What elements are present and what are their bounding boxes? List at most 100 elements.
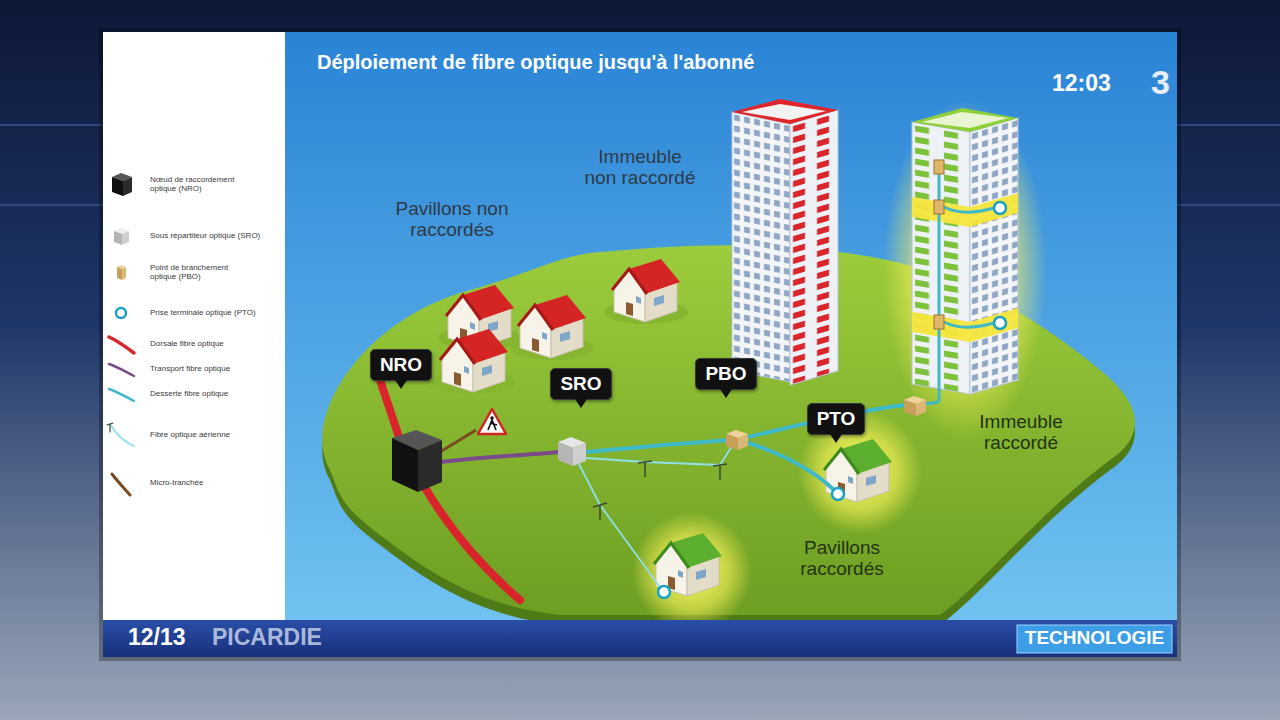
callout-label: NRO bbox=[370, 349, 432, 381]
callout-label: SRO bbox=[550, 368, 611, 400]
panel-shadow bbox=[99, 29, 1181, 661]
aerial-fiber bbox=[578, 462, 662, 590]
connected-floor bbox=[970, 193, 1018, 227]
channel-logo: 3 bbox=[1151, 64, 1170, 101]
building-face bbox=[790, 110, 838, 385]
pto-socket bbox=[658, 586, 670, 598]
legend-text: Micro-tranchée bbox=[150, 478, 268, 487]
legend-text: Sous répartiteur optique (SRO) bbox=[150, 231, 268, 240]
studio-line bbox=[1177, 124, 1280, 126]
legend-symbol bbox=[110, 424, 134, 446]
legend-text: Prise terminale optique (PTO) bbox=[150, 308, 268, 317]
transport-fiber bbox=[440, 452, 560, 462]
pbo-box bbox=[916, 400, 926, 416]
aerial-pole bbox=[713, 464, 727, 480]
studio-line bbox=[0, 204, 103, 206]
legend-swatch bbox=[107, 423, 134, 446]
callout-pointer bbox=[830, 434, 842, 443]
legend-symbol bbox=[109, 337, 134, 353]
aerial-pole bbox=[638, 461, 652, 477]
building-balconies bbox=[912, 122, 970, 394]
backbone-fiber bbox=[424, 486, 520, 600]
legend-swatch bbox=[116, 308, 126, 318]
legend-text: Desserte fibre optique bbox=[150, 389, 268, 398]
legend-symbol bbox=[107, 423, 113, 432]
building-roof bbox=[742, 104, 826, 120]
legend-swatch bbox=[112, 474, 130, 495]
legend-swatch bbox=[109, 389, 134, 401]
legend-symbol bbox=[116, 308, 126, 318]
legend-symbol bbox=[109, 389, 134, 401]
connected-floor bbox=[970, 308, 1018, 342]
building-label: Immeuble non raccordé bbox=[570, 147, 710, 189]
legend-symbol bbox=[122, 231, 129, 245]
building-face bbox=[970, 118, 1018, 394]
houses-label: Pavillons raccordés bbox=[777, 538, 907, 580]
building-roof bbox=[912, 108, 1018, 132]
houses-label: Pavillons non raccordés bbox=[382, 199, 522, 241]
legend-swatch bbox=[114, 228, 129, 245]
callout-text: SRO bbox=[560, 373, 601, 395]
legend-symbol bbox=[112, 177, 123, 196]
connected-glow bbox=[632, 512, 752, 632]
pto-socket bbox=[832, 488, 844, 500]
aerial-fiber bbox=[586, 446, 732, 465]
works-sign-figure bbox=[490, 416, 494, 420]
legend-panel bbox=[103, 32, 285, 620]
building-windows bbox=[732, 112, 790, 382]
legend-text: Dorsale fibre optique bbox=[150, 339, 268, 348]
legend-symbol bbox=[112, 474, 130, 495]
legend-symbol bbox=[122, 267, 126, 280]
house bbox=[824, 439, 892, 502]
building-face bbox=[732, 112, 790, 382]
legend-swatch bbox=[109, 364, 134, 376]
drop-fiber bbox=[944, 207, 994, 212]
connected-glow bbox=[883, 100, 1047, 440]
section-tag: TECHNOLOGIE bbox=[1017, 628, 1172, 649]
sro-cube bbox=[558, 442, 573, 466]
pbo-box bbox=[904, 400, 916, 416]
legend-swatch bbox=[112, 173, 132, 196]
legend-symbol bbox=[109, 364, 134, 376]
distribution-fiber bbox=[586, 440, 730, 452]
callout-pointer bbox=[575, 399, 587, 408]
drop-fiber bbox=[944, 322, 994, 327]
micro-trench bbox=[440, 430, 476, 452]
house bbox=[612, 259, 680, 322]
works-sign bbox=[478, 409, 506, 434]
studio-line bbox=[1177, 204, 1280, 206]
nro-cube bbox=[392, 438, 418, 492]
clock: 12:03 bbox=[1052, 71, 1111, 96]
news-bar bbox=[103, 620, 1177, 657]
callout-text: PBO bbox=[705, 363, 746, 385]
callout-pointer bbox=[395, 380, 407, 389]
nro-cube bbox=[418, 440, 442, 492]
building-face bbox=[912, 122, 970, 394]
aerial-pole bbox=[593, 503, 607, 520]
distribution-fiber bbox=[924, 402, 939, 404]
callout-pointer bbox=[720, 389, 732, 398]
legend-text: Point de branchement optique (PBO) bbox=[150, 263, 268, 281]
works-sign-figure bbox=[488, 420, 497, 430]
diagram-title: Déploiement de fibre optique jusqu'à l'a… bbox=[317, 51, 754, 73]
region-name: PICARDIE bbox=[212, 625, 322, 650]
building-label: Immeuble raccordé bbox=[956, 412, 1086, 454]
callout-label: PTO bbox=[807, 403, 866, 435]
legend-swatch bbox=[109, 337, 134, 353]
pbo-box bbox=[934, 315, 944, 329]
building-roof bbox=[922, 112, 1008, 128]
pbo-box bbox=[934, 200, 944, 214]
legend-text: Fibre optique aérienne bbox=[150, 430, 268, 439]
pto-socket bbox=[994, 202, 1006, 214]
legend-text: Nœud de raccordement optique (NRO) bbox=[150, 175, 268, 193]
building-balconies bbox=[790, 110, 838, 385]
pbo-box bbox=[738, 434, 748, 450]
callout-label: PBO bbox=[695, 358, 756, 390]
legend-symbol bbox=[114, 231, 122, 245]
callout-text: PTO bbox=[817, 408, 856, 430]
